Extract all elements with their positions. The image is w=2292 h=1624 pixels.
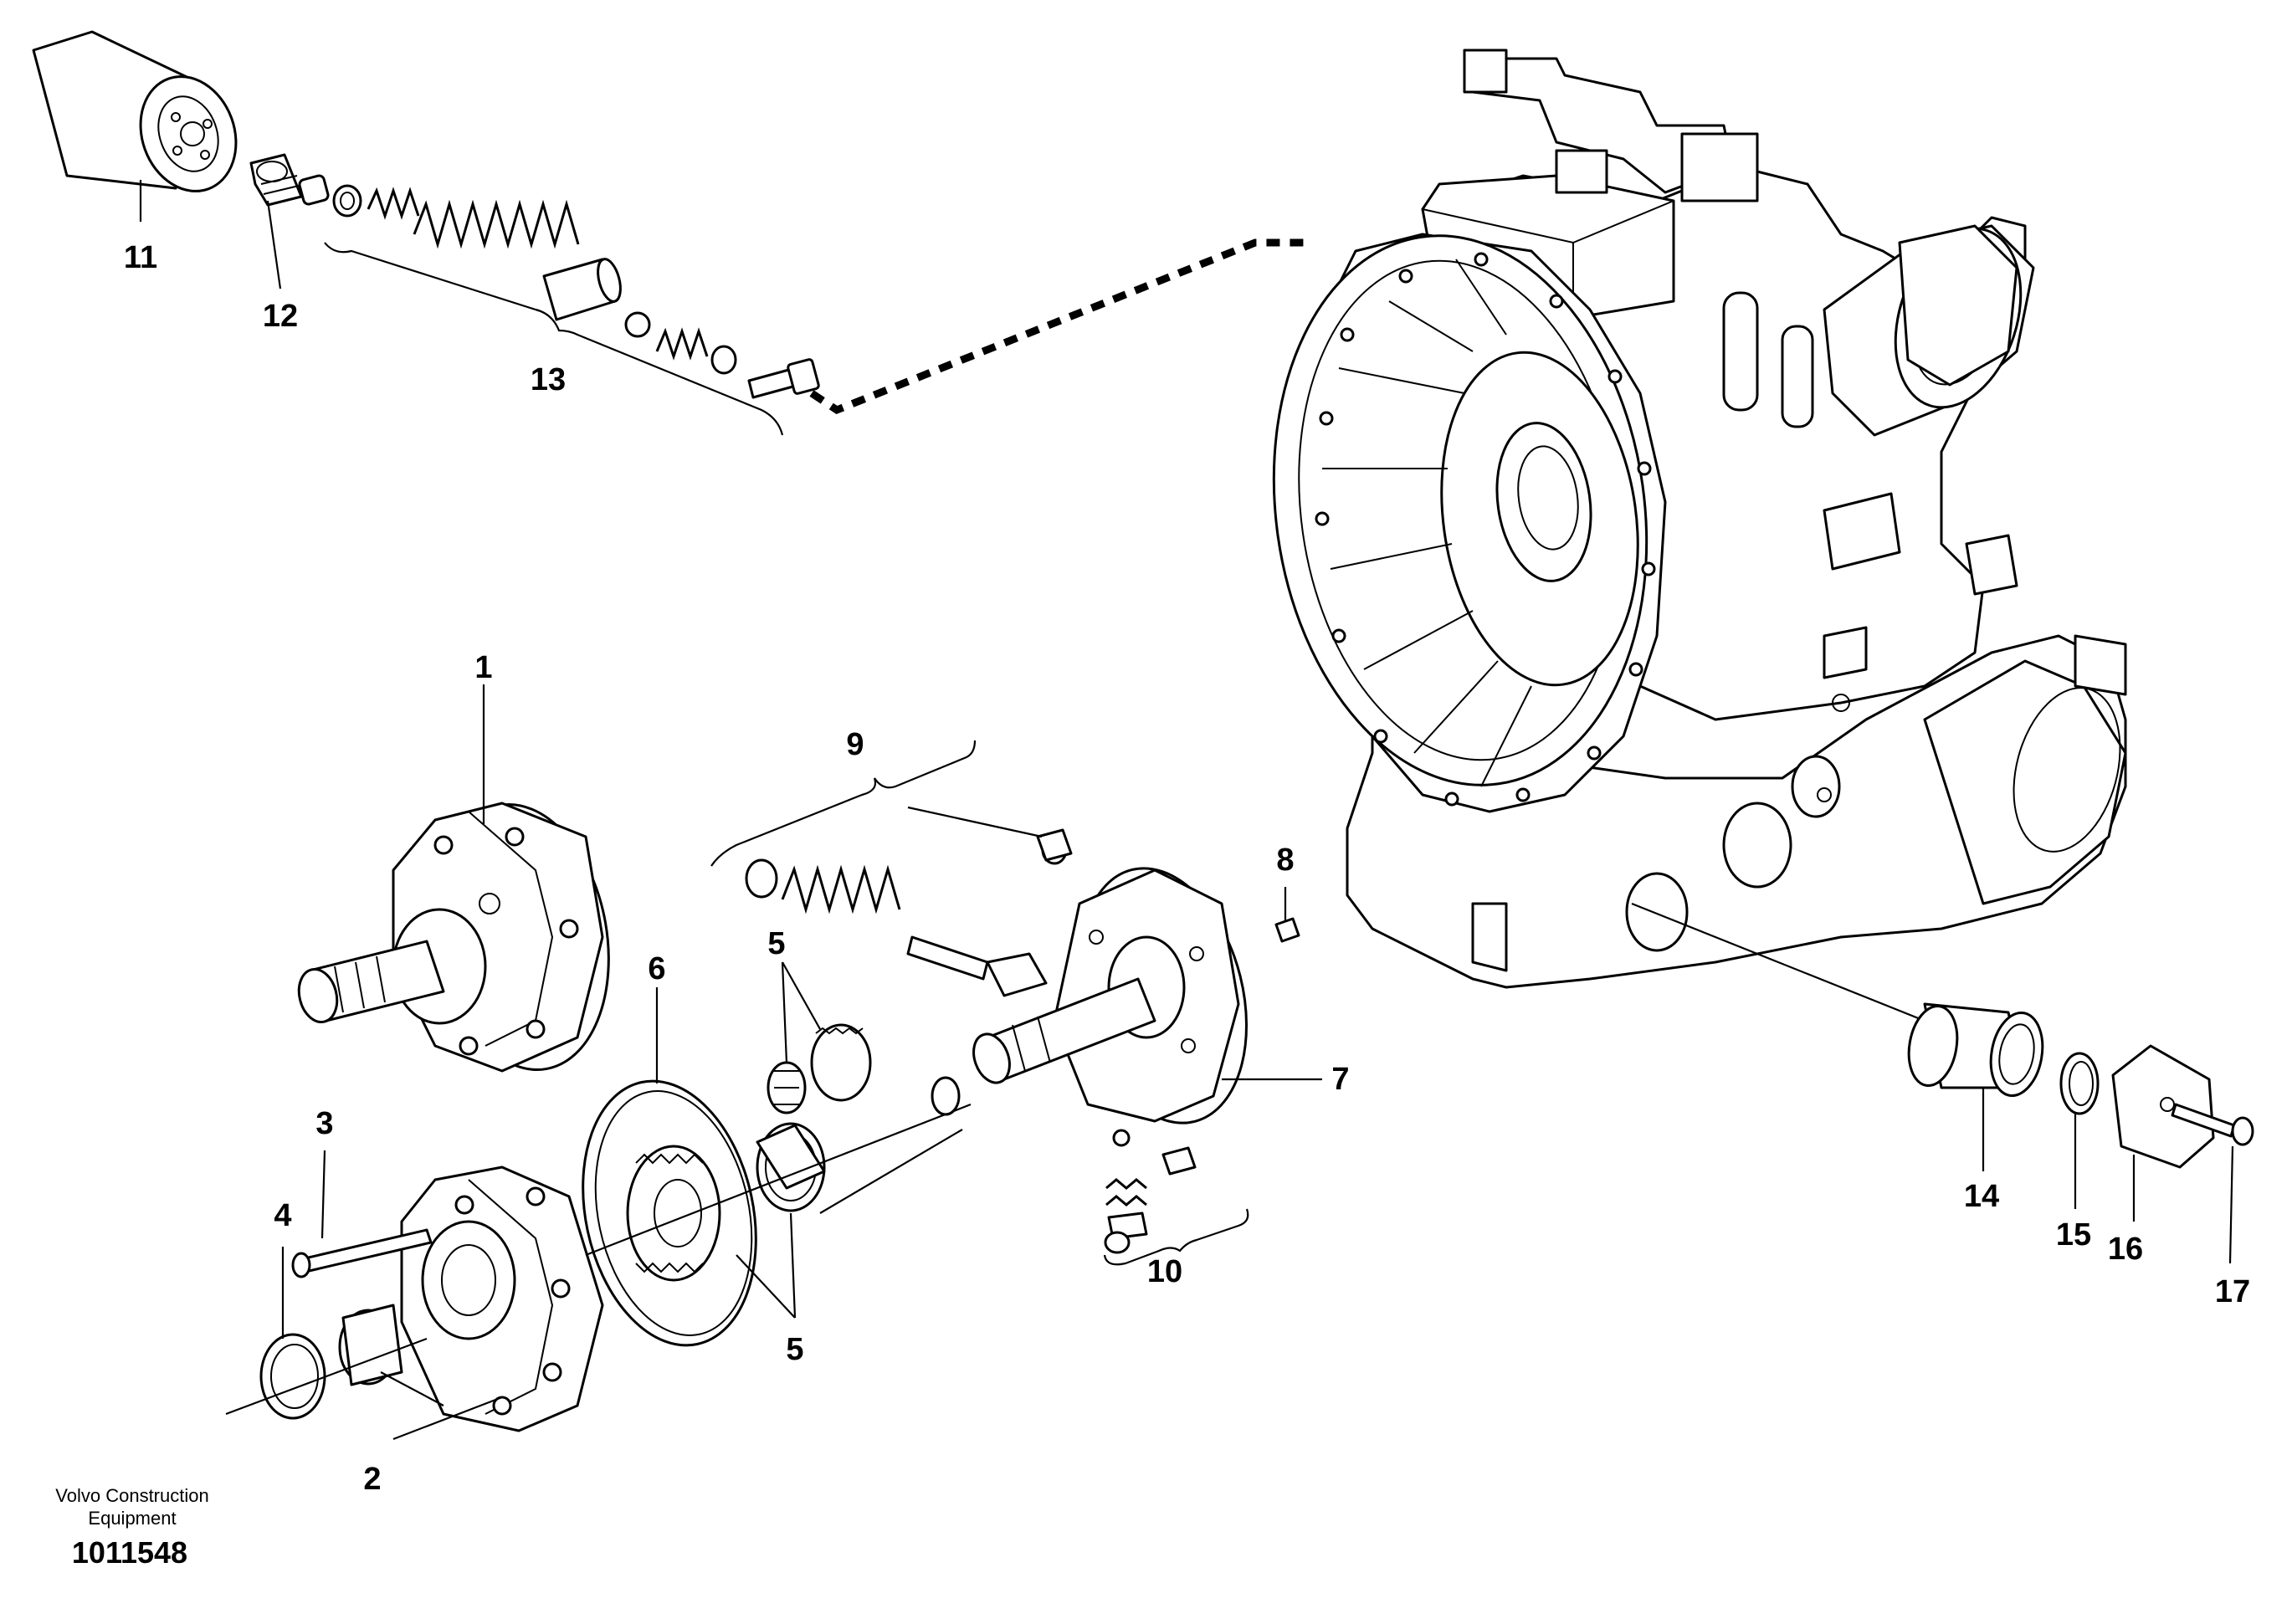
- callout-7: 7: [1331, 1062, 1349, 1097]
- cover-screw: [1274, 887, 1300, 943]
- o-ring-and-gears: [582, 1023, 972, 1347]
- callout-5-top: 5: [767, 926, 785, 961]
- valve-kit-10: [1103, 1129, 1249, 1266]
- oil-filter: [32, 30, 238, 192]
- cover-plate-assembly: [1631, 902, 2254, 1169]
- callout-1: 1: [474, 650, 492, 685]
- callout-4: 4: [274, 1198, 291, 1233]
- callout-labels: 1 2 3 4 5 5 6 7 8 9 10 11 12 13 14 15 16…: [124, 240, 2250, 1497]
- callout-12: 12: [263, 299, 298, 334]
- relief-valve-assembly: [324, 184, 1305, 436]
- pump-body: [225, 1165, 604, 1432]
- callout-3: 3: [315, 1106, 333, 1141]
- filter-nipple: [249, 153, 330, 207]
- callout-11: 11: [124, 240, 157, 275]
- pump-cover: [972, 867, 1249, 1125]
- bell-housing: [1272, 233, 1667, 813]
- callout-5-bottom: 5: [786, 1332, 803, 1367]
- footer-company-line1: Volvo Construction: [55, 1485, 208, 1506]
- callout-8: 8: [1276, 843, 1294, 878]
- callout-15: 15: [2056, 1217, 2091, 1253]
- callout-17: 17: [2215, 1274, 2250, 1309]
- transmission-housing: [1346, 49, 2127, 989]
- oil-pump-assembly: [297, 802, 610, 1073]
- footer-company-line2: Equipment: [88, 1508, 176, 1529]
- callout-6: 6: [648, 951, 665, 986]
- callout-14: 14: [1964, 1179, 1999, 1214]
- callout-13: 13: [531, 362, 566, 397]
- pressure-valve: [710, 740, 1073, 997]
- callout-16: 16: [2108, 1232, 2143, 1267]
- callout-leaders: [139, 180, 2234, 1441]
- document-number: 1011548: [72, 1535, 187, 1570]
- callout-2: 2: [363, 1462, 381, 1497]
- footer: Volvo Construction Equipment 1011548: [55, 1485, 208, 1570]
- callout-10: 10: [1147, 1254, 1182, 1289]
- callout-9: 9: [846, 727, 864, 762]
